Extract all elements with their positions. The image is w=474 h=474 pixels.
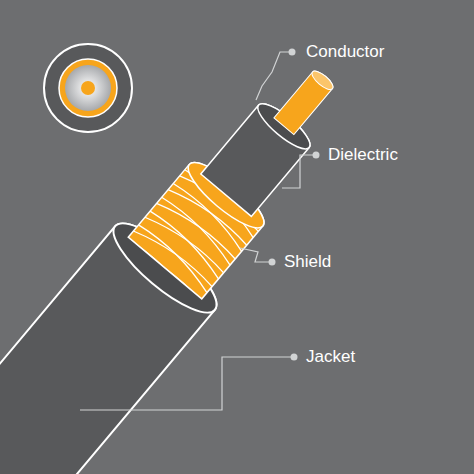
coax-cable [0,35,375,474]
leader-dots [269,49,320,361]
part-label: Jacket [306,347,355,367]
leader-lines [80,52,314,410]
cross-section-icon [44,44,132,132]
part-label: Dielectric [328,145,398,165]
part-label: Shield [284,252,331,272]
part-label: Conductor [306,42,384,62]
